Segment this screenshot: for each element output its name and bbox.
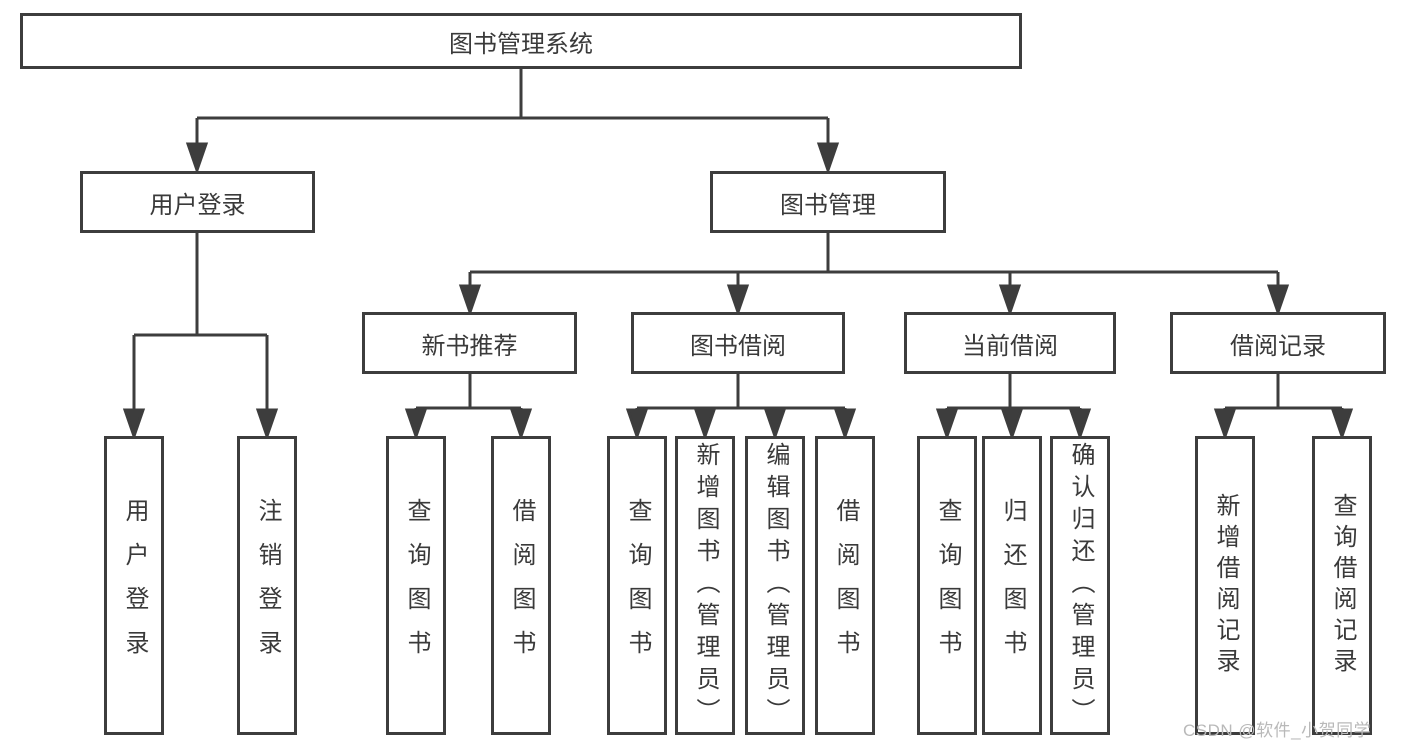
node-book-borrow: 图书借阅 <box>631 312 845 374</box>
connector-user-login <box>122 233 279 441</box>
connector-root <box>185 68 840 175</box>
node-user-login: 用户登录 <box>80 171 315 233</box>
connector-current-borrow <box>935 374 1092 441</box>
leaf-edit-book-admin: 编辑图书（管理员） <box>745 436 805 735</box>
leaf-query-books-current: 查询图书 <box>917 436 977 735</box>
connector-borrow-records <box>1213 374 1354 441</box>
leaf-return-books: 归还图书 <box>982 436 1042 735</box>
leaf-confirm-return-admin: 确认归还（管理员） <box>1050 436 1110 735</box>
leaf-query-books-recommend: 查询图书 <box>386 436 446 735</box>
leaf-borrow-books-recommend: 借阅图书 <box>491 436 551 735</box>
leaf-user-login: 用户登录 <box>104 436 164 735</box>
node-current-borrow: 当前借阅 <box>904 312 1116 374</box>
leaf-add-borrow-record: 新增借阅记录 <box>1195 436 1255 735</box>
node-new-book-recommend: 新书推荐 <box>362 312 577 374</box>
connector-book-management <box>458 233 1290 317</box>
watermark: CSDN @软件_小贺同学 <box>1183 721 1372 740</box>
connector-book-borrow <box>625 374 857 441</box>
node-root: 图书管理系统 <box>20 13 1022 69</box>
leaf-query-books-borrow: 查询图书 <box>607 436 667 735</box>
connector-new-book-recommend <box>404 374 533 441</box>
leaf-add-book-admin: 新增图书（管理员） <box>675 436 735 735</box>
leaf-borrow-books: 借阅图书 <box>815 436 875 735</box>
leaf-logout: 注销登录 <box>237 436 297 735</box>
node-borrow-records: 借阅记录 <box>1170 312 1386 374</box>
leaf-query-borrow-record: 查询借阅记录 <box>1312 436 1372 735</box>
node-book-management: 图书管理 <box>710 171 946 233</box>
